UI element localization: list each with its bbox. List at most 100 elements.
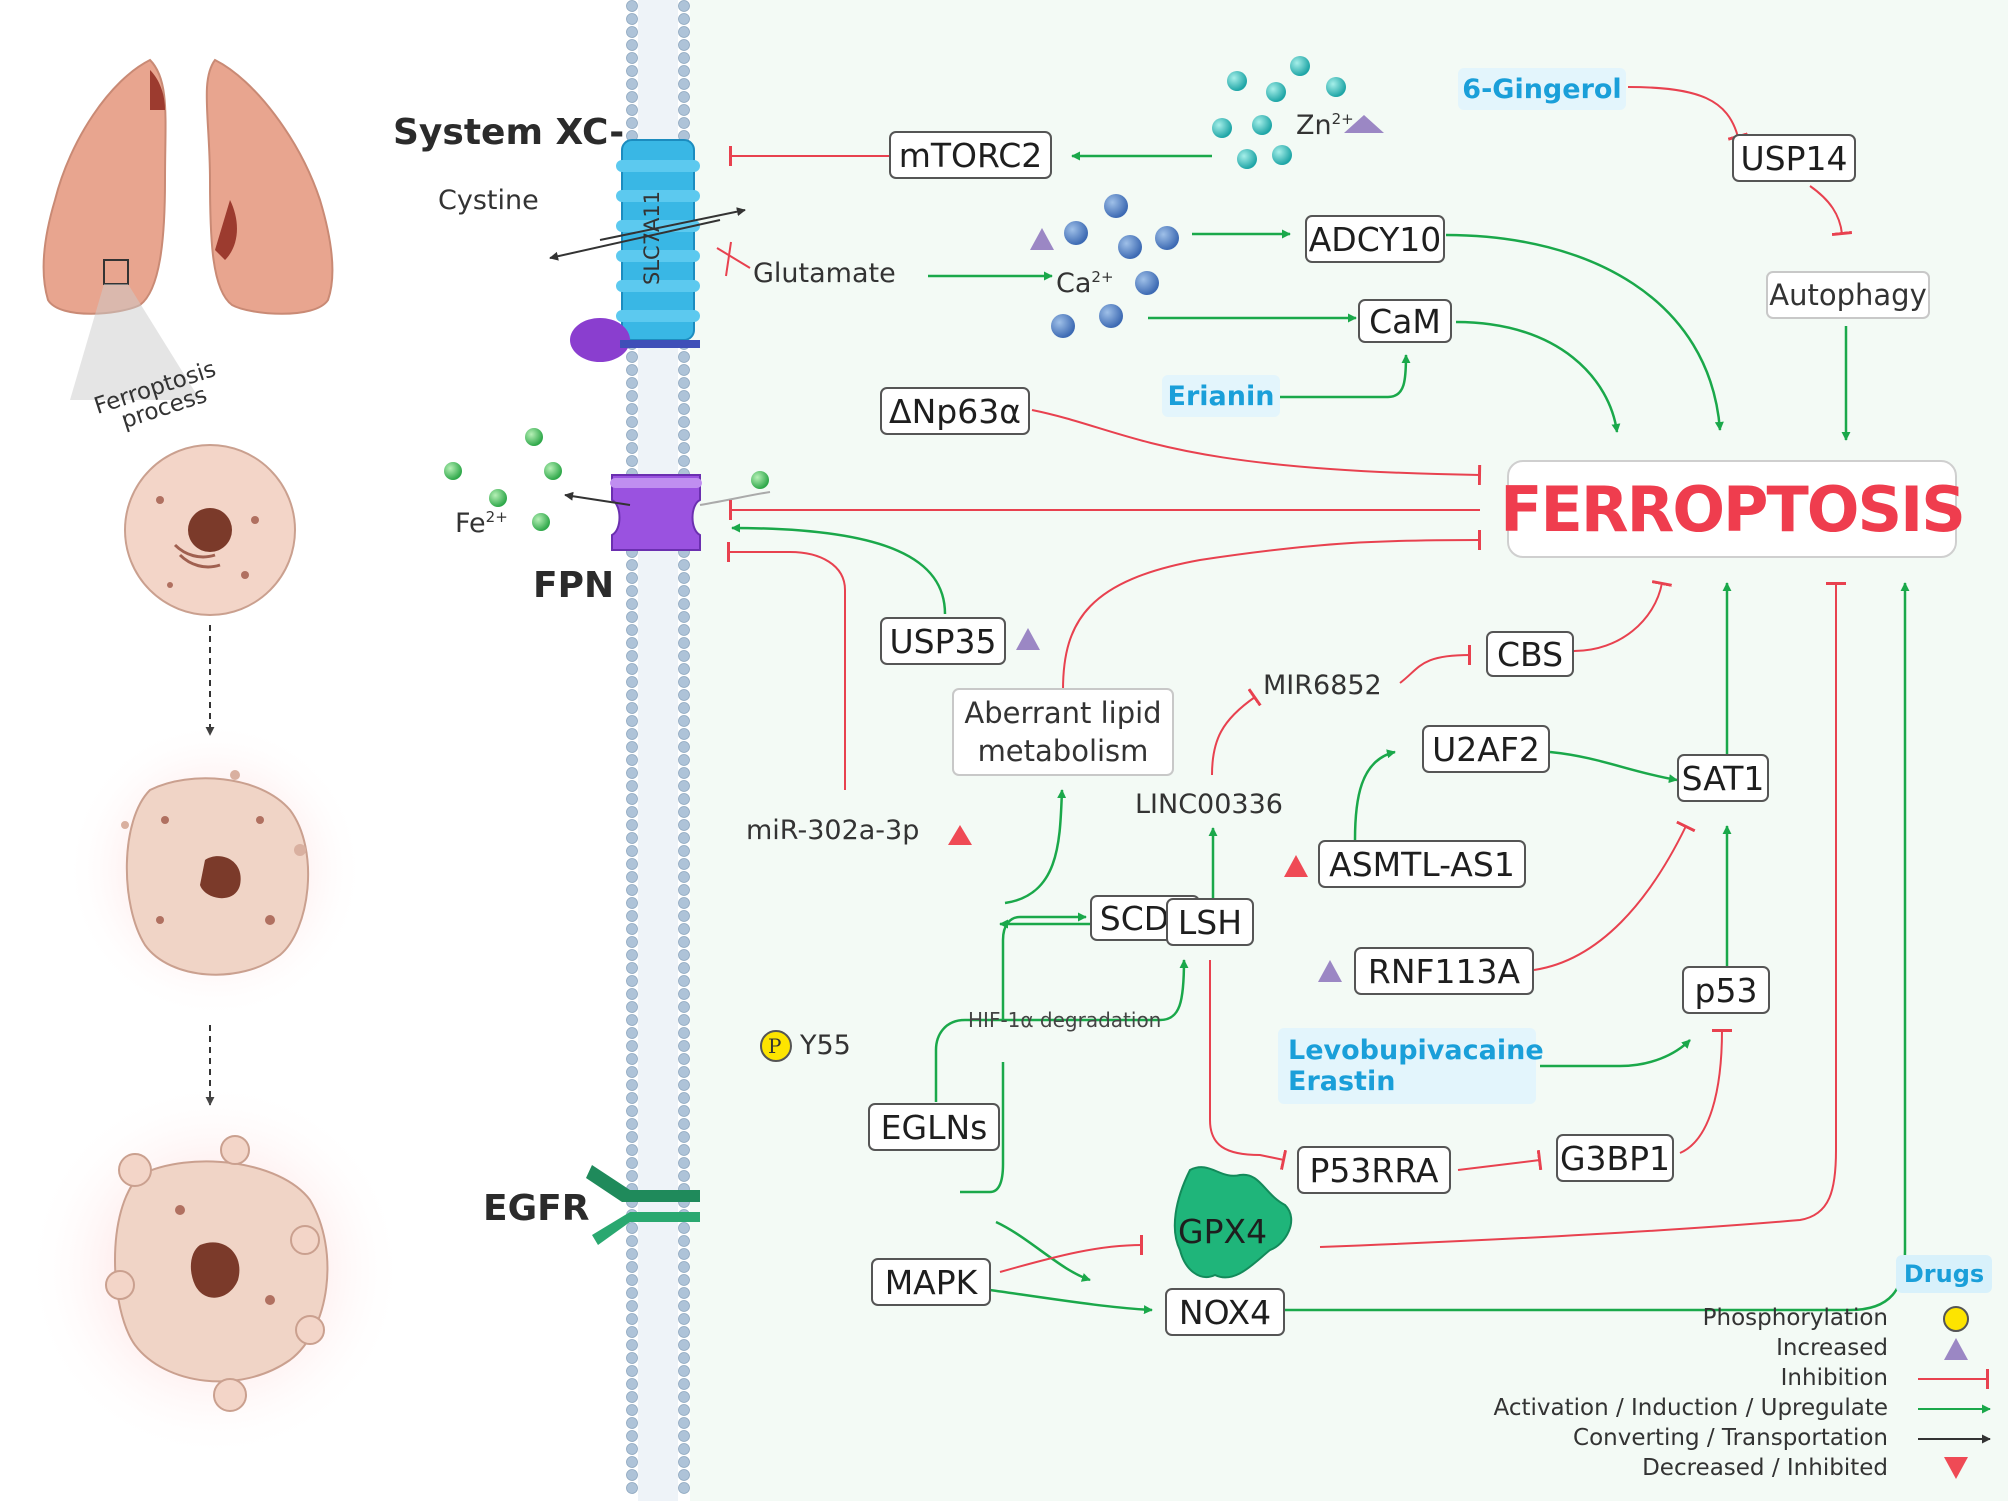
membrane-head-outer bbox=[626, 793, 638, 805]
node-g3bp1[interactable]: G3BP1 bbox=[1556, 1134, 1674, 1182]
membrane-head-outer bbox=[626, 780, 638, 792]
membrane-head-outer bbox=[626, 1300, 638, 1312]
scd1-to-aberrant bbox=[1004, 789, 1067, 905]
membrane-head-outer bbox=[626, 1105, 638, 1117]
membrane-head-outer bbox=[626, 442, 638, 454]
node-rnf113a[interactable]: RNF113A bbox=[1354, 947, 1534, 995]
membrane-head-inner bbox=[678, 65, 690, 77]
membrane-head-inner bbox=[678, 1339, 690, 1351]
membrane-head-outer bbox=[626, 455, 638, 467]
lungs-illustration bbox=[42, 58, 334, 400]
node-dnp63a[interactable]: ΔNp63α bbox=[880, 387, 1030, 435]
membrane-head-outer bbox=[626, 1040, 638, 1052]
phospho-icon bbox=[760, 1030, 792, 1062]
membrane-head-outer bbox=[626, 351, 638, 363]
node-asmtl-as1[interactable]: ASMTL-AS1 bbox=[1318, 840, 1526, 888]
node-autophagy[interactable]: Autophagy bbox=[1766, 271, 1930, 319]
membrane-head-outer bbox=[626, 767, 638, 779]
membrane-head-inner bbox=[678, 767, 690, 779]
node-p53[interactable]: p53 bbox=[1682, 966, 1770, 1014]
iron-export-arrow bbox=[564, 491, 631, 506]
node-eglns[interactable]: EGLNs bbox=[868, 1103, 1000, 1151]
membrane-head-inner bbox=[678, 91, 690, 103]
cystine-label: Cystine bbox=[438, 185, 539, 216]
u2af2-to-sat1 bbox=[1549, 750, 1678, 784]
membrane-head-outer bbox=[626, 676, 638, 688]
node-adcy10[interactable]: ADCY10 bbox=[1305, 215, 1445, 263]
membrane-head-inner bbox=[678, 1482, 690, 1494]
node-ferroptosis[interactable]: FERROPTOSIS bbox=[1500, 460, 1966, 558]
membrane-head-inner bbox=[678, 1313, 690, 1325]
membrane-head-inner bbox=[678, 390, 690, 402]
egfr-to-p bbox=[960, 1062, 1005, 1194]
node-gpx4-label[interactable]: GPX4 bbox=[1178, 1212, 1268, 1251]
membrane-head-outer bbox=[626, 91, 638, 103]
node-sat1[interactable]: SAT1 bbox=[1677, 754, 1769, 802]
membrane-head-inner bbox=[678, 1287, 690, 1299]
membrane-head-inner bbox=[678, 923, 690, 935]
membrane-head-inner bbox=[678, 117, 690, 129]
node-cbs[interactable]: CBS bbox=[1486, 631, 1574, 677]
gpx4-shape bbox=[1173, 1166, 1293, 1279]
drug-erianin[interactable]: Erianin bbox=[1162, 375, 1280, 417]
membrane-head-outer bbox=[626, 13, 638, 25]
membrane-head-outer bbox=[626, 741, 638, 753]
calcium-ions bbox=[1051, 194, 1179, 338]
drug-6-gingerol[interactable]: 6-Gingerol bbox=[1458, 68, 1626, 110]
aberrant-inhibits-ferroptosis bbox=[1062, 529, 1482, 691]
legend-decreased-icon bbox=[1944, 1457, 1968, 1479]
drug-levobupivacaine-erastin[interactable]: Levobupivacaine Erastin bbox=[1278, 1028, 1544, 1104]
node-usp14[interactable]: USP14 bbox=[1732, 134, 1856, 182]
membrane-head-outer bbox=[626, 832, 638, 844]
membrane-head-inner bbox=[678, 416, 690, 428]
usp35-increased-icon bbox=[1016, 628, 1040, 650]
fpn-label: FPN bbox=[533, 565, 615, 606]
membrane-head-inner bbox=[678, 1326, 690, 1338]
membrane-head-outer bbox=[626, 0, 638, 12]
legend-phosphorylation: Phosphorylation bbox=[1702, 1305, 1888, 1331]
node-mapk[interactable]: MAPK bbox=[871, 1258, 991, 1306]
membrane-head-outer bbox=[626, 611, 638, 623]
membrane-head-outer bbox=[626, 949, 638, 961]
membrane-head-outer bbox=[626, 416, 638, 428]
node-nox4[interactable]: NOX4 bbox=[1165, 1288, 1285, 1336]
membrane-head-inner bbox=[678, 1274, 690, 1286]
membrane-head-inner bbox=[678, 1040, 690, 1052]
zinc-increased-icon bbox=[1344, 115, 1384, 133]
stressed-cell bbox=[65, 720, 365, 1020]
membrane-head-inner bbox=[678, 962, 690, 974]
hif-label: HIF-1α degradation bbox=[968, 1008, 1162, 1032]
membrane-head-inner bbox=[678, 1001, 690, 1013]
membrane-head-inner bbox=[678, 377, 690, 389]
mir6852-inhibits-cbs bbox=[1399, 644, 1472, 684]
slc7a11-transporter bbox=[570, 139, 700, 362]
node-u2af2[interactable]: U2AF2 bbox=[1422, 725, 1550, 773]
membrane-head-outer bbox=[626, 1014, 638, 1026]
membrane-head-outer bbox=[626, 637, 638, 649]
drug-levobupivacaine: Levobupivacaine bbox=[1288, 1035, 1544, 1066]
phospho-letter: P bbox=[768, 1034, 782, 1058]
membrane-head-outer bbox=[626, 1443, 638, 1455]
membrane-head-outer bbox=[626, 1157, 638, 1169]
node-cam[interactable]: CaM bbox=[1358, 299, 1452, 343]
node-usp35[interactable]: USP35 bbox=[880, 617, 1006, 665]
adcy10-to-ferroptosis bbox=[1445, 233, 1724, 431]
membrane-head-outer bbox=[626, 728, 638, 740]
egfr-to-mapk bbox=[995, 1220, 1091, 1282]
node-aberrant-lipid[interactable]: Aberrant lipid metabolism bbox=[952, 688, 1174, 776]
membrane-head-outer bbox=[626, 377, 638, 389]
membrane-head-outer bbox=[626, 78, 638, 90]
node-p53rra[interactable]: P53RRA bbox=[1297, 1146, 1451, 1194]
mapk-to-nox4 bbox=[989, 1288, 1153, 1315]
membrane-head-inner bbox=[678, 637, 690, 649]
membrane-head-inner bbox=[678, 1378, 690, 1390]
node-mtorc2[interactable]: mTORC2 bbox=[889, 131, 1052, 179]
cam-to-ferroptosis bbox=[1455, 320, 1621, 433]
membrane-head-outer bbox=[626, 650, 638, 662]
iron-charge: 2+ bbox=[485, 508, 508, 526]
membrane-head-inner bbox=[678, 364, 690, 376]
membrane-head-outer bbox=[626, 819, 638, 831]
membrane-head-outer bbox=[626, 1391, 638, 1403]
node-lsh[interactable]: LSH bbox=[1166, 898, 1254, 946]
membrane-head-inner bbox=[678, 1469, 690, 1481]
